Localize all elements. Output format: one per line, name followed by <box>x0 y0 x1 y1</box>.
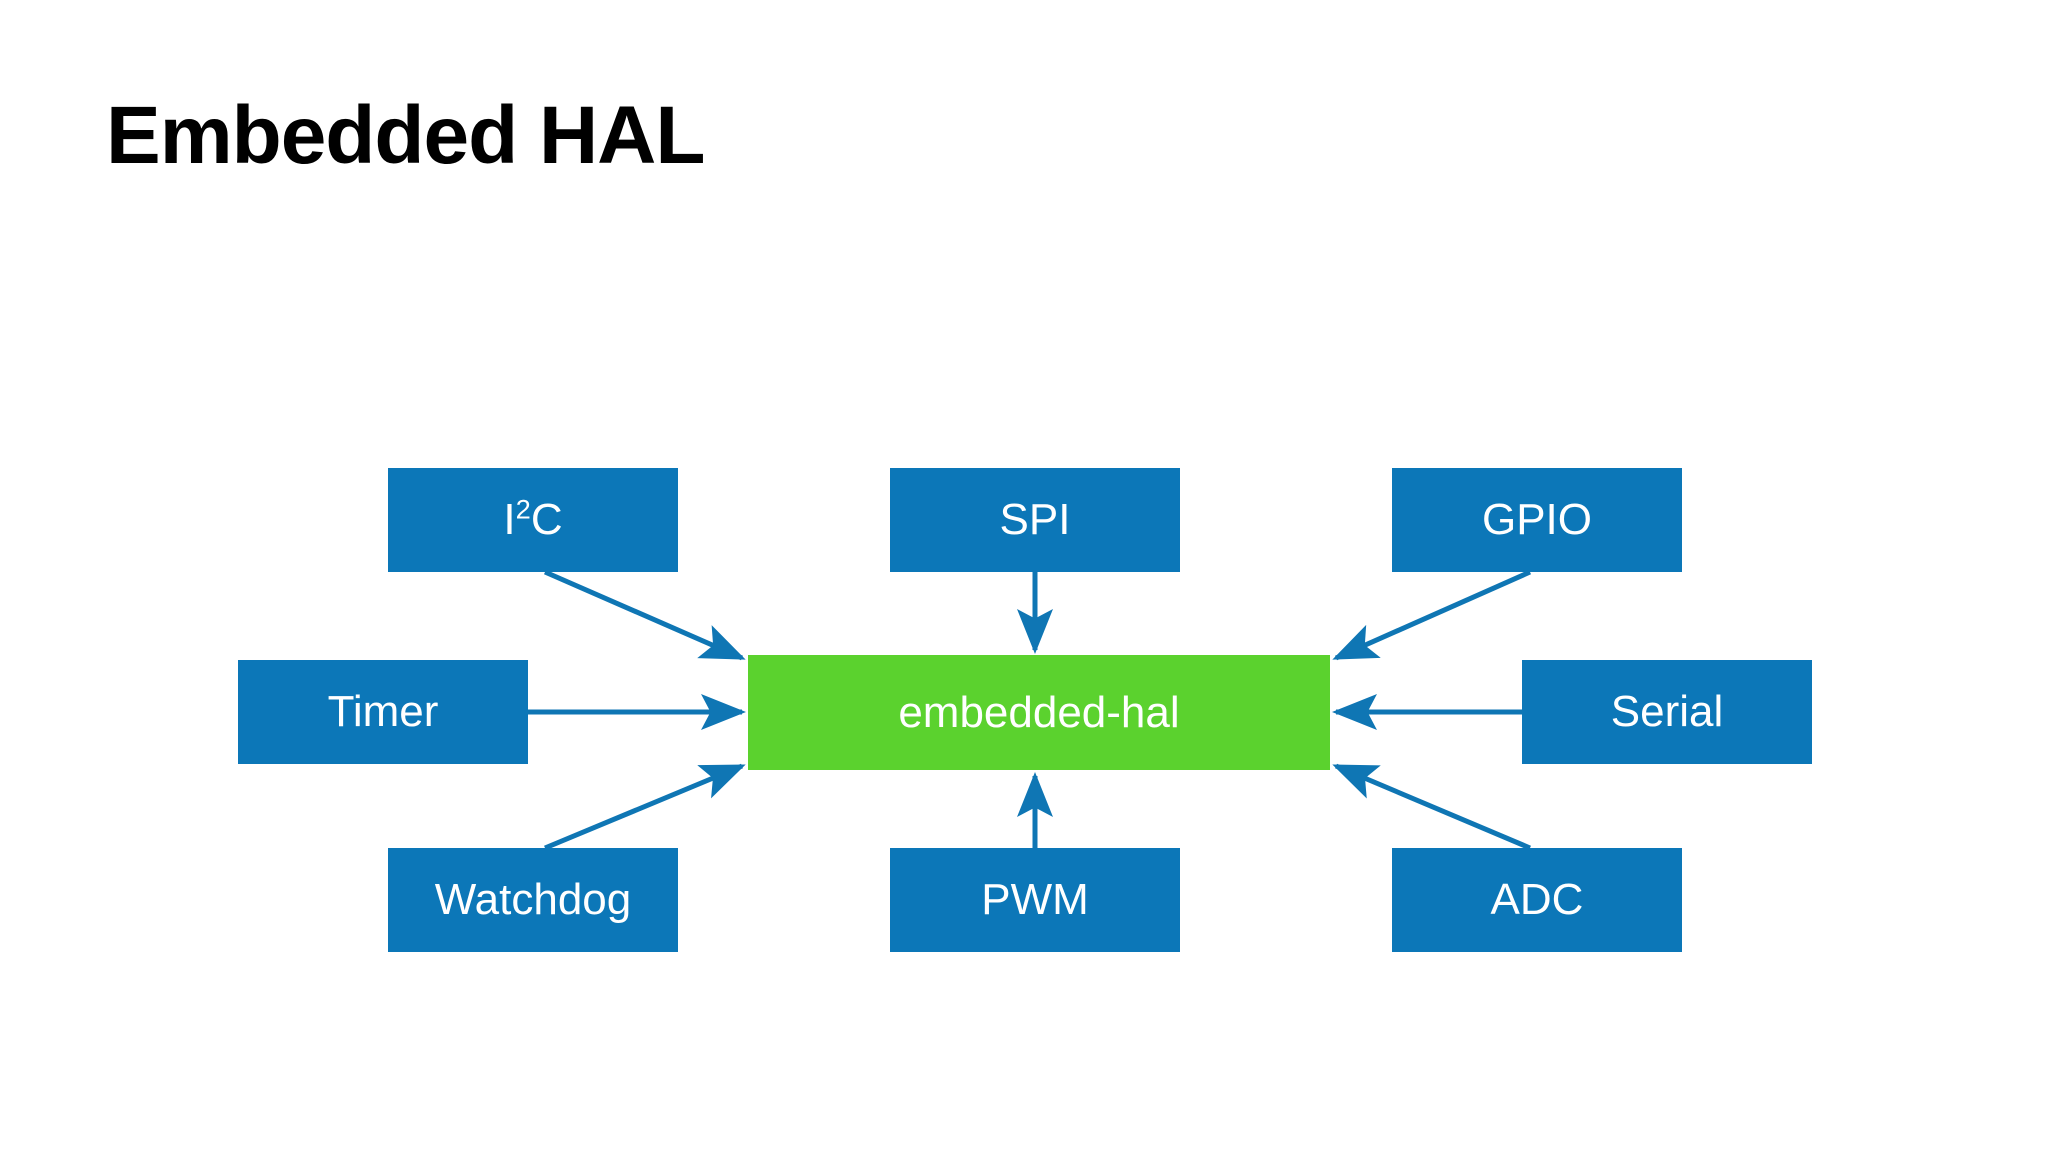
node-embedded-hal-label: embedded-hal <box>898 687 1180 737</box>
node-watchdog[interactable]: Watchdog <box>388 848 678 952</box>
node-i2c[interactable]: I2C <box>388 468 678 572</box>
node-serial-label: Serial <box>1610 687 1724 736</box>
node-timer[interactable]: Timer <box>238 660 528 764</box>
node-watchdog-label: Watchdog <box>434 875 632 924</box>
node-i2c-label: I2C <box>503 493 563 544</box>
arrow-gpio-to-hal <box>1332 569 1532 661</box>
arrow-i2c-to-hal <box>543 569 746 661</box>
node-spi-label: SPI <box>999 495 1071 544</box>
node-spi[interactable]: SPI <box>890 468 1180 572</box>
node-i2c-superscript: 2 <box>515 493 531 525</box>
node-timer-label: Timer <box>327 687 439 736</box>
page-title: Embedded HAL <box>106 90 705 181</box>
node-gpio-label: GPIO <box>1481 495 1593 544</box>
node-embedded-hal[interactable]: embedded-hal <box>748 655 1330 770</box>
node-adc-label: ADC <box>1490 875 1584 924</box>
arrow-adc-to-hal <box>1332 763 1531 851</box>
node-pwm[interactable]: PWM <box>890 848 1180 952</box>
node-gpio[interactable]: GPIO <box>1392 468 1682 572</box>
node-serial[interactable]: Serial <box>1522 660 1812 764</box>
node-pwm-label: PWM <box>981 875 1089 924</box>
arrow-watchdog-to-hal <box>544 763 746 851</box>
node-adc[interactable]: ADC <box>1392 848 1682 952</box>
